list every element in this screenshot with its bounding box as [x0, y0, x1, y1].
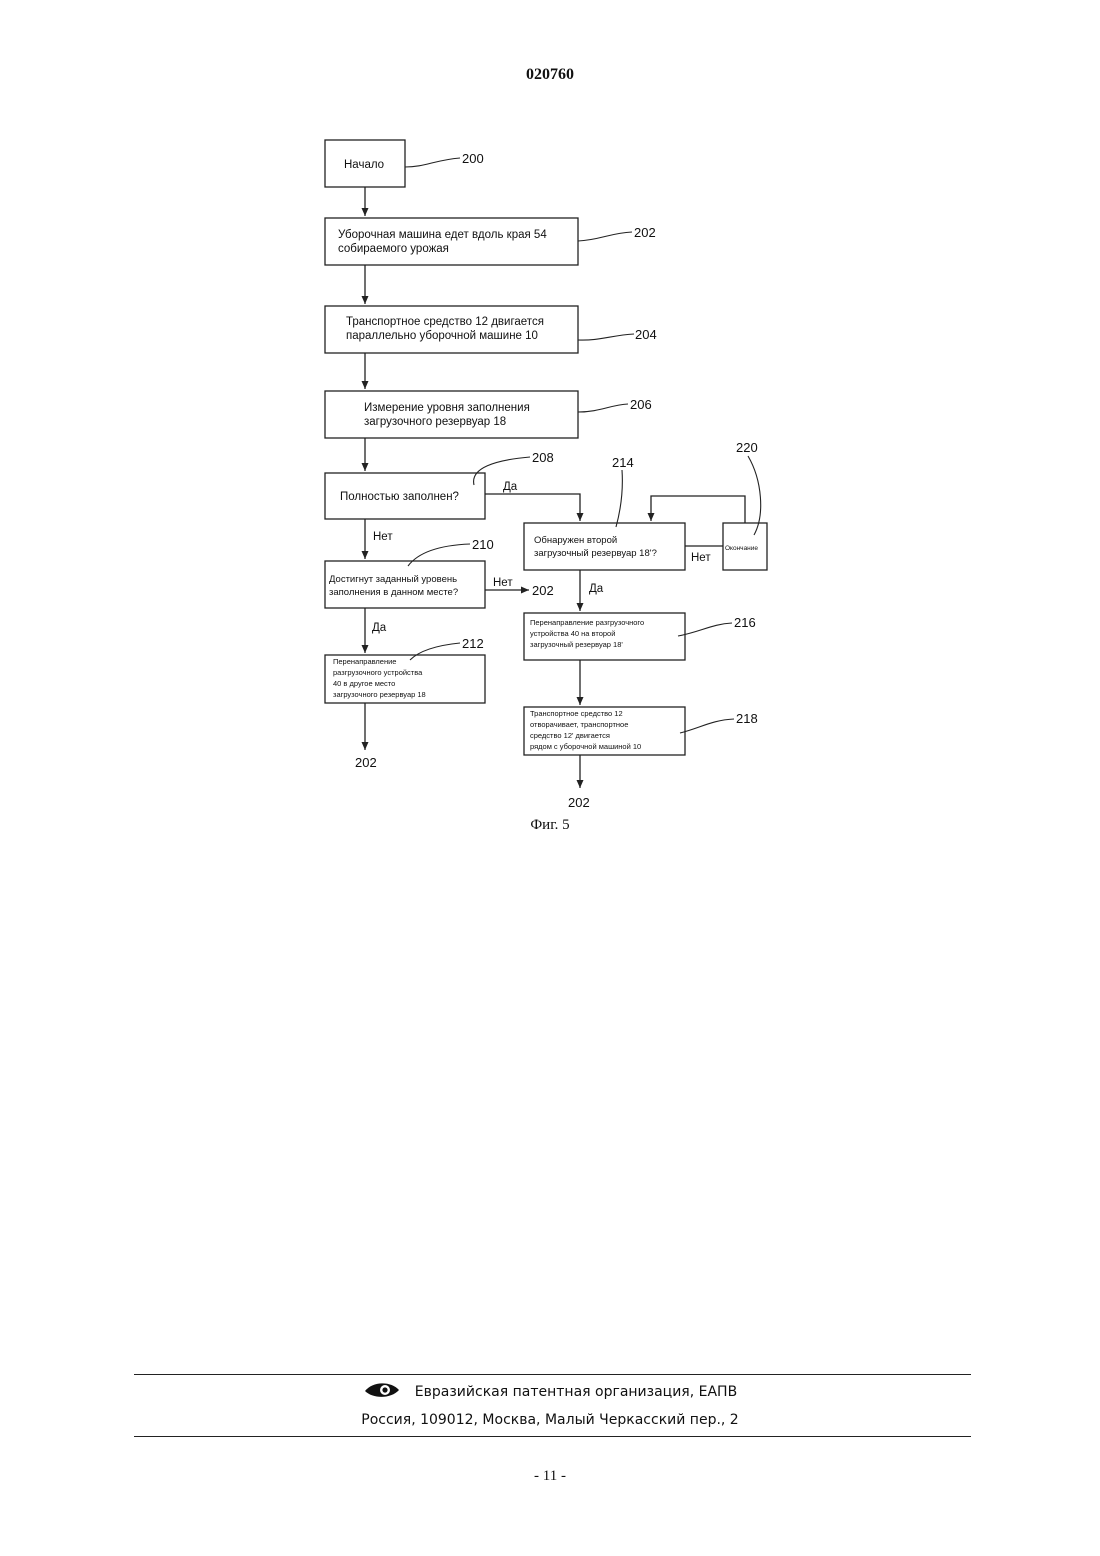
node-220-end: Окончание	[723, 523, 767, 570]
node-204-text-line-1: Транспортное средство 12 двигается	[346, 316, 544, 328]
footer-bottom-rule	[134, 1436, 971, 1437]
edge-label-214-yes: Да	[589, 583, 604, 595]
eapo-eye-logo-icon	[363, 1381, 401, 1403]
ref-leader-202	[578, 232, 632, 241]
ref-label-218: 218	[736, 711, 758, 726]
node-200-start: Начало	[325, 140, 405, 187]
node-216-text-line-1: Перенаправление разгрузочного	[530, 618, 644, 627]
node-206-measure-fill: Измерение уровня заполнения загрузочного…	[325, 391, 578, 438]
node-212-text-line-4: загрузочного резервуар 18	[333, 690, 426, 699]
ref-label-220: 220	[736, 440, 758, 455]
footer-organization-name: Евразийская патентная организация, ЕАПВ	[415, 1384, 737, 1400]
node-218-text-line-1: Транспортное средство 12	[530, 709, 623, 718]
node-210-text-line-1: Достигнут заданный уровень	[329, 574, 457, 585]
node-212-text-line-2: разгрузочного устройства	[333, 668, 423, 677]
edge-label-214-no: Нет	[691, 552, 711, 564]
flowchart-diagram: Начало Уборочная машина едет вдоль края …	[0, 0, 1100, 900]
node-206-text-line-1: Измерение уровня заполнения	[364, 402, 530, 414]
edge-220-loop-to-214	[651, 496, 745, 523]
edge-label-210-no: Нет	[493, 577, 513, 589]
goto-label-from-218: 202	[568, 795, 590, 810]
node-200-text: Начало	[344, 159, 384, 171]
node-216-text-line-3: загрузочный резервуар 18'	[530, 640, 623, 649]
node-212-text-line-3: 40 в другое место	[333, 679, 395, 688]
node-202-text-line-2: собираемого урожая	[338, 243, 449, 255]
ref-leader-206	[578, 404, 628, 412]
edge-label-208-no: Нет	[373, 531, 393, 543]
footer-top-rule	[134, 1374, 971, 1375]
node-214-text-line-2: загрузочный резервуар 18'?	[534, 548, 657, 559]
edge-label-208-yes: Да	[503, 481, 518, 493]
ref-label-216: 216	[734, 615, 756, 630]
figure-caption: Фиг. 5	[530, 817, 569, 833]
ref-leader-218	[680, 719, 734, 733]
ref-label-202: 202	[634, 225, 656, 240]
footer-organization: Евразийская патентная организация, ЕАПВ	[0, 1381, 1100, 1403]
node-212-text-line-1: Перенаправление	[333, 657, 396, 666]
edge-208-yes-to-214	[485, 494, 580, 521]
ref-label-200: 200	[462, 151, 484, 166]
ref-label-210: 210	[472, 537, 494, 552]
node-218-transport-turns-away: Транспортное средство 12 отворачивает, т…	[524, 707, 685, 755]
ref-leader-214	[616, 470, 622, 527]
ref-label-212: 212	[462, 636, 484, 651]
ref-label-206: 206	[630, 397, 652, 412]
node-208-text: Полностью заполнен?	[340, 491, 459, 503]
node-214-text-line-1: Обнаружен второй	[534, 535, 617, 546]
ref-leader-216	[678, 623, 732, 636]
ref-label-204: 204	[635, 327, 657, 342]
node-206-text-line-2: загрузочного резервуар 18	[364, 416, 506, 428]
node-204-transport-parallel: Транспортное средство 12 двигается парал…	[325, 306, 578, 353]
node-204-text-line-2: параллельно уборочной машине 10	[346, 330, 538, 342]
edge-label-210-yes: Да	[372, 622, 387, 634]
node-218-text-line-3: средство 12' двигается	[530, 731, 610, 740]
ref-leader-204	[578, 334, 634, 340]
node-214-second-tank-decision: Обнаружен второй загрузочный резервуар 1…	[524, 523, 685, 570]
footer-address: Россия, 109012, Москва, Малый Черкасский…	[0, 1412, 1100, 1428]
node-202-text-line-1: Уборочная машина едет вдоль края 54	[338, 229, 547, 241]
ref-leader-200	[405, 158, 460, 167]
ref-label-208: 208	[532, 450, 554, 465]
goto-label-from-210: 202	[532, 583, 554, 598]
node-210-level-reached-decision: Достигнут заданный уровень заполнения в …	[325, 561, 485, 608]
node-218-text-line-4: рядом с уборочной машиной 10	[530, 742, 641, 751]
node-202-harvester-moves: Уборочная машина едет вдоль края 54 соби…	[325, 218, 578, 265]
node-210-text-line-2: заполнения в данном месте?	[329, 587, 458, 598]
node-218-text-line-2: отворачивает, транспортное	[530, 720, 628, 729]
goto-label-from-212: 202	[355, 755, 377, 770]
node-216-text-line-2: устройства 40 на второй	[530, 629, 615, 638]
node-208-fully-filled-decision: Полностью заполнен?	[325, 473, 485, 519]
node-212-redirect-unloader: Перенаправление разгрузочного устройства…	[325, 655, 485, 703]
node-216-redirect-to-second-tank: Перенаправление разгрузочного устройства…	[524, 613, 685, 660]
ref-label-214: 214	[612, 455, 634, 470]
page-number: - 11 -	[0, 1468, 1100, 1485]
node-220-text: Окончание	[725, 545, 758, 552]
